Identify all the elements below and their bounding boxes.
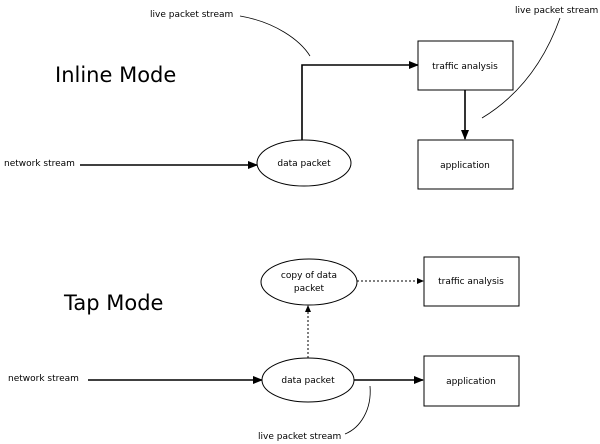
tap-copy-packet-label-line1: copy of data xyxy=(281,271,337,281)
tap-live-stream-curve xyxy=(344,385,371,435)
tap-application-box xyxy=(423,355,520,407)
tap-network-stream-label: network stream xyxy=(8,374,79,384)
inline-mode-title: Inline Mode xyxy=(55,63,176,87)
tap-traffic-analysis-label: traffic analysis xyxy=(438,277,504,287)
tap-copy-packet-node xyxy=(260,258,358,306)
inline-application-box xyxy=(417,139,514,190)
inline-packet-to-analysis-arrow xyxy=(301,61,419,140)
tap-copy-packet-label-line2: packet xyxy=(294,284,325,294)
inline-traffic-analysis-label: traffic analysis xyxy=(432,62,498,72)
tap-mode-section: Tap Mode network stream data packet appl… xyxy=(8,256,520,442)
inline-live-stream-curve-left xyxy=(239,15,311,57)
tap-application-label: application xyxy=(446,377,496,387)
inline-live-packet-stream-label-right: live packet stream xyxy=(515,6,598,16)
inline-data-packet-label: data packet xyxy=(277,159,331,169)
inline-traffic-analysis-box xyxy=(417,40,514,91)
tap-mode-title: Tap Mode xyxy=(63,291,163,315)
inline-live-stream-curve-right xyxy=(481,17,561,119)
inline-application-label: application xyxy=(440,161,490,171)
tap-data-packet-label: data packet xyxy=(281,376,335,386)
inline-network-stream-label: network stream xyxy=(4,159,75,169)
tap-live-packet-stream-label: live packet stream xyxy=(258,432,341,442)
inline-mode-section: Inline Mode network stream data packet t… xyxy=(4,6,598,190)
inline-data-packet-node xyxy=(256,139,352,187)
inline-live-packet-stream-label-left: live packet stream xyxy=(150,10,233,20)
tap-traffic-analysis-box xyxy=(423,256,520,307)
